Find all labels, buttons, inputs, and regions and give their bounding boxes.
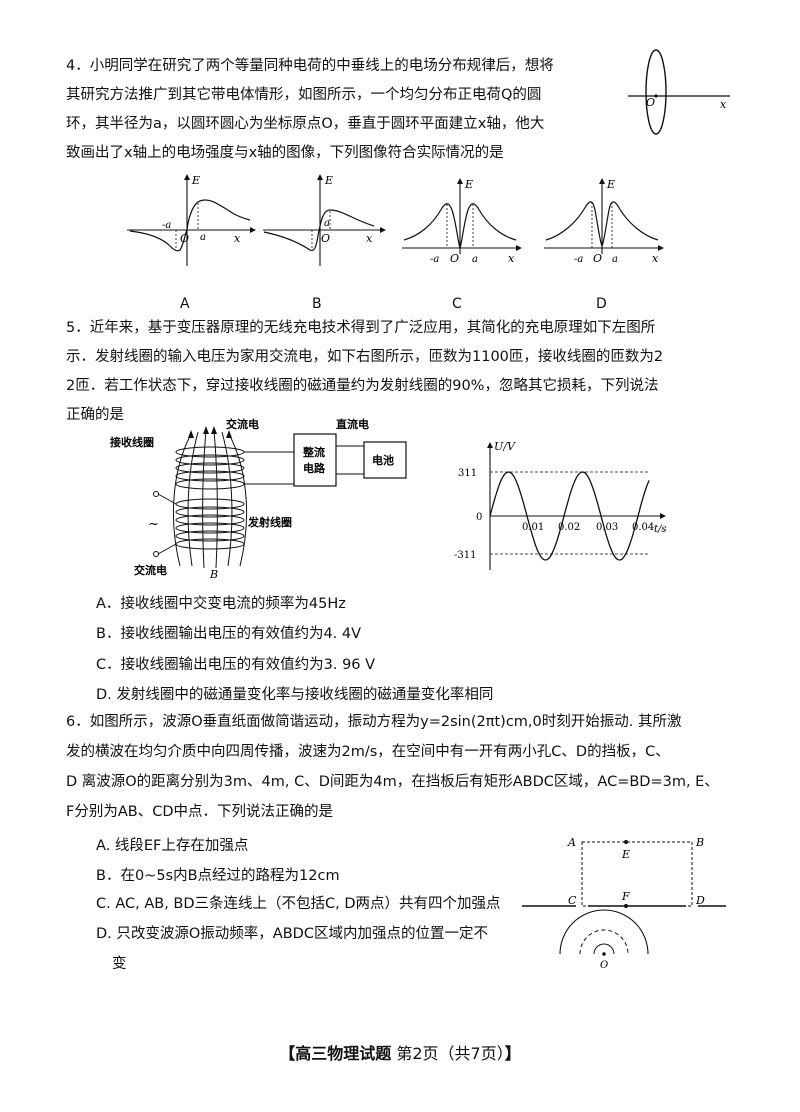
q5-option-c: C．接收线圈输出电压的有效值约为3. 96 V — [96, 657, 376, 673]
q6-option-d-cont: 变 — [112, 956, 127, 972]
q4-choice-b: B — [312, 296, 322, 312]
q5-ymax-label: 311 — [458, 468, 477, 479]
q4-b-x-label: x — [366, 232, 373, 245]
q5-receive-coil-label: 接收线圈 — [110, 435, 154, 449]
q4-d-o-label: O — [593, 252, 602, 265]
q4-choice-a: A — [180, 296, 190, 312]
q4-a-x-label: x — [234, 232, 241, 245]
q5-ac-label-2: 交流电 — [134, 563, 167, 577]
q6-label-f: F — [621, 890, 630, 903]
q5-xlabel: t/s — [654, 524, 667, 535]
q5-ymin-label: -311 — [454, 550, 476, 561]
q4-d-negA-label: -a — [574, 254, 583, 265]
q4-b-a-label: a — [324, 218, 330, 229]
q5-line-3: 2匝．若工作状态下，穿过接收线圈的磁通量约为发射线圈的90%，忽略其它损耗，下列… — [66, 378, 659, 394]
q5-tilde-label: ~ — [148, 517, 159, 532]
q5-voltage-plot: U/V t/s 311 -311 0 0.01 0.02 0.03 0.04 — [454, 440, 667, 570]
q4-graph-d: E -a O a x — [544, 178, 664, 265]
q4-line-2: 其研究方法推广到其它带电体情形，如图所示，一个均匀分布正电荷Q的圆 — [66, 87, 542, 103]
q4-graph-a: E O -a a x — [127, 174, 256, 266]
footer-title: 高三物理试题 — [295, 1044, 392, 1063]
q5-line-4: 正确的是 — [66, 407, 124, 423]
q4-d-e-label: E — [606, 178, 615, 191]
q4-c-x-label: x — [508, 252, 515, 265]
q4-c-o-label: O — [450, 252, 459, 265]
q5-ac-label-1: 交流电 — [226, 417, 259, 431]
footer-open-bracket: 【 — [279, 1044, 296, 1063]
q4-ring-origin-label: O — [646, 96, 655, 109]
q5-tick-4: 0.04 — [632, 522, 654, 533]
q6-line-1: 6．如图所示，波源O垂直纸面做简谐运动，振动方程为y=2sin(2πt)cm,0… — [66, 714, 682, 730]
q4-c-a-label: a — [472, 254, 478, 265]
q4-b-e-label: E — [324, 174, 333, 187]
q6-label-b: B — [695, 836, 704, 849]
q4-line-3: 环，其半径为a，以圆环圆心为坐标原点O，垂直于圆环平面建立x轴，他大 — [66, 116, 545, 132]
q4-choice-c: C — [452, 296, 462, 312]
q5-tick-3: 0.03 — [596, 522, 618, 533]
q5-zero-label: 0 — [476, 512, 482, 523]
q5-line-2: 示．发射线圈的输入电压为家用交流电，如下右图所示，匝数为1100匝，接收线圈的匝… — [66, 349, 664, 365]
q4-choice-d: D — [596, 296, 607, 312]
q5-field-b-label: B — [209, 568, 218, 581]
q6-option-b: B．在0~5s内B点经过的路程为12cm — [96, 868, 340, 884]
q4-line-4: 致画出了x轴上的电场强度与x轴的图像，下列图像符合实际情况的是 — [66, 145, 504, 161]
q5-line-1: 5．近年来，基于变压器原理的无线充电技术得到了广泛应用，其简化的充电原理如下左图… — [66, 320, 656, 336]
q4-a-a-label: a — [200, 232, 206, 243]
q5-tick-2: 0.02 — [558, 522, 580, 533]
q5-transmit-coil-label: 发射线圈 — [247, 515, 292, 529]
q6-option-c: C. AC, AB, BD三条连线上（不包括C, D两点）共有四个加强点 — [96, 896, 501, 912]
q5-circuit-diagram: 接收线圈 交流电 直流电 整流 电路 电池 ~ 发射线圈 交流电 B — [110, 417, 407, 581]
q4-graph-c: E -a O a x — [402, 178, 522, 265]
q5-rectifier-label-2: 电路 — [303, 461, 326, 475]
q4-graph-b: E O a x — [263, 174, 386, 266]
q6-option-a: A. 线段EF上存在加强点 — [96, 838, 249, 854]
q4-c-negA-label: -a — [430, 254, 439, 265]
q5-rectifier-label-1: 整流 — [302, 445, 325, 459]
q4-ring-figure: O x — [628, 49, 730, 135]
page-footer: 【高三物理试题 第2页（共7页）】 — [0, 1040, 800, 1064]
q5-ylabel: U/V — [494, 440, 516, 453]
q4-a-e-label: E — [191, 174, 200, 187]
q4-a-o-label: O — [180, 232, 189, 245]
q6-label-d: D — [695, 894, 705, 907]
q5-sine-curve — [489, 471, 650, 561]
q6-option-d: D. 只改变波源O振动频率，ABDC区域内加强点的位置一定不 — [96, 926, 488, 942]
q6-figure: A B E C F D O — [522, 836, 726, 970]
q6-label-c: C — [568, 894, 577, 907]
q4-d-x-label: x — [652, 252, 659, 265]
q4-c-e-label: E — [464, 178, 473, 191]
q6-label-e: E — [621, 848, 630, 861]
q5-dc-label: 直流电 — [336, 417, 369, 431]
q4-b-o-label: O — [321, 232, 330, 245]
q6-line-2: 发的横波在均匀介质中向四周传播，波速为2m/s，在空间中有一开有两小孔C、D的挡… — [66, 744, 670, 760]
q4-line-1: 4．小明同学在研究了两个等量同种电荷的中垂线上的电场分布规律后，想将 — [66, 58, 554, 74]
footer-page: 第2页（共7页） — [391, 1044, 505, 1063]
q5-option-a: A．接收线圈中交变电流的频率为45Hz — [96, 596, 346, 612]
q5-option-d: D. 发射线圈中的磁通量变化率与接收线圈的磁通量变化率相同 — [96, 687, 494, 703]
q4-ring-x-label: x — [720, 98, 727, 111]
q4-a-negA-label: -a — [162, 220, 171, 231]
q5-battery-label: 电池 — [372, 453, 394, 467]
q6-label-o: O — [600, 960, 608, 970]
footer-close-bracket: 】 — [504, 1044, 521, 1063]
q5-option-b: B．接收线圈输出电压的有效值约为4. 4V — [96, 626, 362, 642]
q5-tick-1: 0.01 — [522, 522, 544, 533]
q6-line-4: F分别为AB、CD中点．下列说法正确的是 — [66, 804, 333, 820]
q4-d-a-label: a — [612, 254, 618, 265]
q6-line-3: D 离波源O的距离分别为3m、4m, C、D间距为4m，在挡板后有矩形ABDC区… — [66, 774, 719, 790]
q6-label-a: A — [567, 836, 576, 849]
